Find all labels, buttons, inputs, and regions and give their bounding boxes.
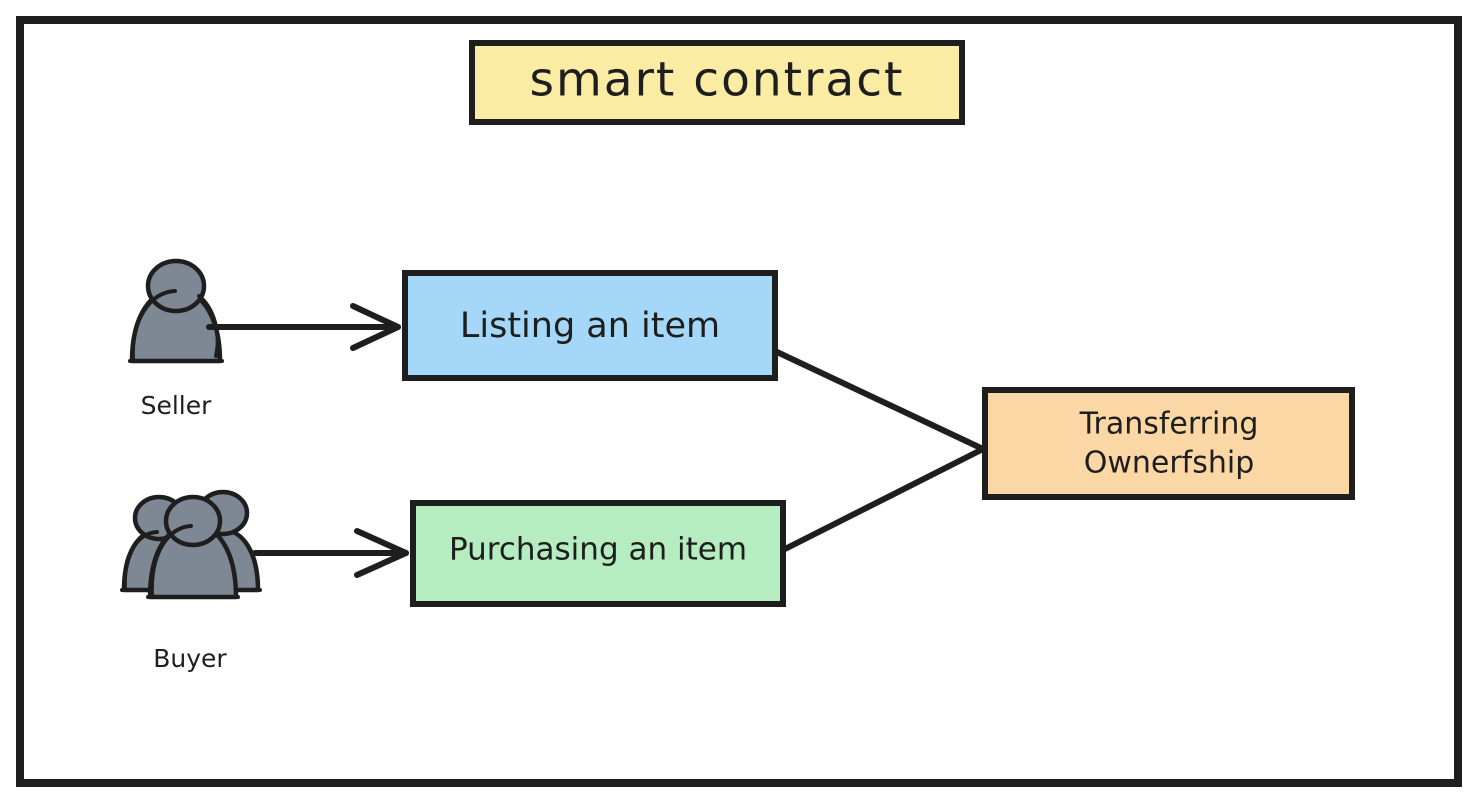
seller-label: Seller xyxy=(141,391,213,420)
node-transferring-label-line2: Ownerfship xyxy=(1084,446,1255,481)
title-box-rect xyxy=(469,40,965,125)
connector-seller-to-listing xyxy=(206,303,401,351)
title-box-label: smart contract xyxy=(530,53,905,108)
node-transferring-rect[interactable] xyxy=(982,387,1355,500)
node-listing-rect[interactable] xyxy=(402,270,778,381)
single-person-icon xyxy=(128,258,224,364)
node-listing-label: Listing an item xyxy=(460,306,720,346)
node-transferring-label-line1: Transferring xyxy=(1079,407,1259,442)
connector-listing-to-transferring xyxy=(774,349,986,452)
node-purchasing-label: Purchasing an item xyxy=(449,532,747,568)
diagram-frame xyxy=(16,16,1462,787)
connector-buyer-to-purchasing xyxy=(252,528,409,578)
connector-purchasing-to-transferring xyxy=(782,446,986,552)
buyer-label: Buyer xyxy=(153,644,227,673)
node-purchasing-an-item[interactable]: Purchasing an item xyxy=(410,500,786,607)
buyer-actor: Buyer xyxy=(120,489,262,673)
node-listing-an-item[interactable]: Listing an item xyxy=(402,270,778,381)
node-transferring-ownership[interactable]: Transferring Ownerfship xyxy=(982,387,1355,500)
node-purchasing-rect[interactable] xyxy=(410,500,786,607)
title-box: smart contract xyxy=(469,40,965,125)
seller-actor: Seller xyxy=(128,258,224,420)
group-of-people-icon xyxy=(120,489,262,600)
